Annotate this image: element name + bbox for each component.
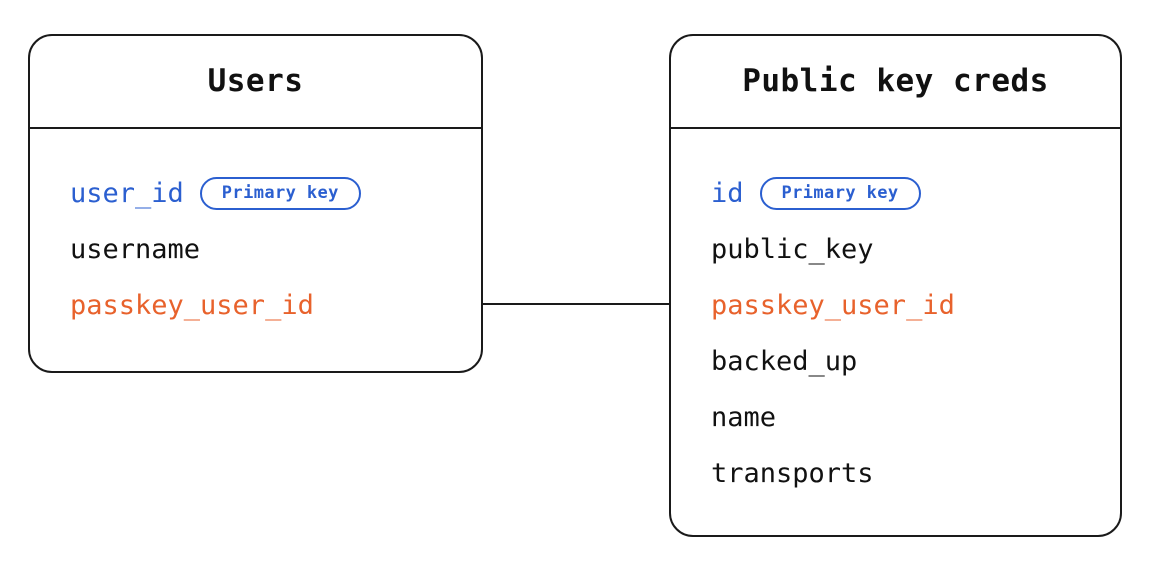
entity-public-key-creds-field-list: id Primary key public_key passkey_user_i… — [671, 129, 1120, 501]
field-name-user-id: user_id — [70, 177, 184, 209]
field-row[interactable]: name — [711, 389, 1120, 445]
field-name-passkey-user-id: passkey_user_id — [70, 289, 314, 321]
field-name-name: name — [711, 401, 777, 433]
primary-key-badge: Primary key — [759, 176, 921, 210]
entity-public-key-creds[interactable]: Public key creds id Primary key public_k… — [669, 34, 1122, 537]
entity-users-title: Users — [207, 63, 304, 99]
entity-public-key-creds-title: Public key creds — [742, 63, 1049, 99]
field-name-transports: transports — [711, 457, 874, 489]
entity-users-field-list: user_id Primary key username passkey_use… — [30, 129, 481, 333]
field-row[interactable]: id Primary key — [711, 165, 1120, 221]
field-name-public-key: public_key — [711, 233, 874, 265]
field-row[interactable]: passkey_user_id — [70, 277, 481, 333]
relationship-connector-line — [481, 303, 671, 305]
field-row[interactable]: transports — [711, 445, 1120, 501]
field-name-id: id — [711, 177, 744, 209]
field-row[interactable]: passkey_user_id — [711, 277, 1120, 333]
primary-key-badge-label: Primary key — [781, 182, 899, 203]
primary-key-badge: Primary key — [199, 176, 361, 210]
entity-users[interactable]: Users user_id Primary key username passk… — [28, 34, 483, 373]
field-name-backed-up: backed_up — [711, 345, 858, 377]
entity-public-key-creds-header: Public key creds — [671, 36, 1120, 129]
entity-users-header: Users — [30, 36, 481, 129]
field-name-passkey-user-id: passkey_user_id — [711, 289, 955, 321]
primary-key-badge-label: Primary key — [221, 182, 339, 203]
field-row[interactable]: public_key — [711, 221, 1120, 277]
field-row[interactable]: backed_up — [711, 333, 1120, 389]
field-name-username: username — [70, 233, 201, 265]
field-row[interactable]: user_id Primary key — [70, 165, 481, 221]
field-row[interactable]: username — [70, 221, 481, 277]
